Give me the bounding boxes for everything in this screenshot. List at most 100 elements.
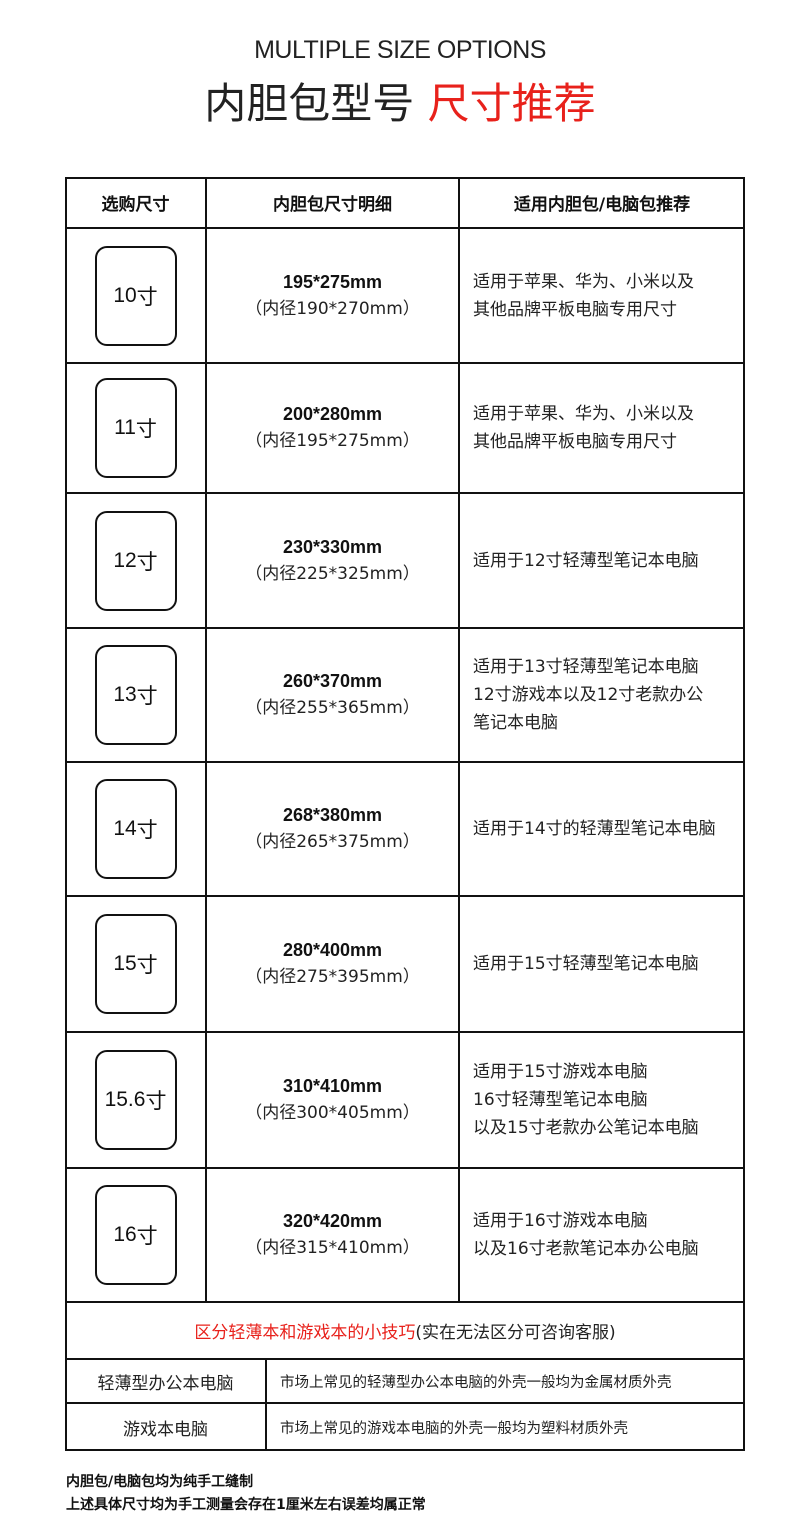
recommendation-cell: 适用于14寸的轻薄型笔记本电脑 [459,762,745,896]
inner-dimension: （内径190*270mm） [245,298,420,319]
recommendation-line: 适用于13寸轻薄型笔记本电脑 [473,657,699,677]
size-number: 15.6 [104,1088,146,1111]
table-row-divider [65,761,745,763]
dimension-cell: 268*380mm （内径265*375mm） [206,762,459,896]
dimension-text: 230*330mm（内径225*325mm） [245,534,420,588]
footnote-handmade: 内胆包/电脑包均为纯手工缝制 [66,1474,254,1490]
size-number: 16 [113,1223,137,1246]
recommendation-line: 笔记本电脑 [473,713,558,733]
dimension-cell: 280*400mm （内径275*395mm） [206,896,459,1032]
recommendation-line: 适用于12寸轻薄型笔记本电脑 [473,550,699,571]
recommendation-line: 适用于苹果、华为、小米以及 [473,404,694,424]
header-title-black: 内胆包型号 [204,79,415,128]
size-number: 12 [113,548,137,572]
size-table [65,177,745,1451]
table-header-cell: 适用内胆包/电脑包推荐 [513,195,691,215]
outer-dimension: 320*420mm [282,1211,383,1231]
outer-dimension: 268*380mm [282,805,383,825]
size-unit: 寸 [136,818,158,842]
recommendation-text: 适用于15寸轻薄型笔记本电脑 [459,950,699,978]
table-column-divider [458,177,460,1302]
recommendation-cell: 适用于苹果、华为、小米以及其他品牌平板电脑专用尺寸 [459,363,745,493]
tips-title-note: (实在无法区分可咨询客服) [415,1323,616,1343]
size-number: 11 [114,416,136,439]
tip-label: 轻薄型办公本电脑 [97,1373,234,1394]
outer-dimension: 200*280mm [282,404,383,424]
size-unit: 寸 [136,1224,158,1248]
recommendation-cell: 适用于16寸游戏本电脑以及16寸老款笔记本办公电脑 [459,1168,745,1302]
recommendation-line: 适用于16寸游戏本电脑 [473,1211,648,1231]
dimension-text: 260*370mm（内径255*365mm） [245,668,420,722]
inner-dimension: （内径195*275mm） [245,431,420,451]
inner-dimension: （内径315*410mm） [245,1238,420,1258]
tips-title: 区分轻薄本和游戏本的小技巧(实在无法区分可咨询客服) [65,1302,745,1359]
size-unit: 寸 [136,549,158,574]
recommendation-line: 以及15寸老款办公笔记本电脑 [473,1118,699,1138]
recommendation-line: 适用于15寸轻薄型笔记本电脑 [473,954,699,974]
table-column-divider [205,177,207,1302]
table-row-divider [65,895,745,897]
recommendation-text: 适用于苹果、华为、小米以及其他品牌平板电脑专用尺寸 [459,400,694,456]
recommendation-line: 其他品牌平板电脑专用尺寸 [473,299,677,320]
tips-column-divider [265,1359,267,1451]
table-row-divider [65,1167,745,1169]
outer-dimension: 310*410mm [282,1076,383,1096]
size-unit: 寸 [136,953,158,977]
recommendation-text: 适用于苹果、华为、小米以及其他品牌平板电脑专用尺寸 [459,268,694,324]
dimension-cell: 195*275mm （内径190*270mm） [206,228,459,363]
inner-dimension: （内径275*395mm） [245,967,420,987]
inner-dimension: （内径265*375mm） [245,832,420,852]
dimension-text: 268*380mm （内径265*375mm） [245,802,420,856]
recommendation-text: 适用于16寸游戏本电脑以及16寸老款笔记本办公电脑 [459,1207,699,1263]
dimension-text: 320*420mm （内径315*410mm） [245,1208,420,1262]
table-header-cell: 内胆包尺寸明细 [273,195,392,215]
table-row-divider [65,1031,745,1033]
outer-dimension: 260*370mm [282,671,383,691]
header-english-title: MULTIPLE SIZE OPTIONS [254,36,546,64]
size-unit: 寸 [136,684,158,708]
recommendation-line: 适用于苹果、华为、小米以及 [473,271,694,292]
recommendation-line: 适用于14寸的轻薄型笔记本电脑 [473,819,716,839]
recommendation-line: 其他品牌平板电脑专用尺寸 [473,432,677,452]
size-number: 14 [113,817,137,840]
table-row-divider [65,492,745,494]
dimension-text: 310*410mm（内径300*405mm） [245,1073,420,1127]
table-row-divider [65,227,745,229]
dimension-cell: 260*370mm（内径255*365mm） [206,628,459,762]
size-unit: 寸 [145,1089,167,1113]
outer-dimension: 280*400mm [282,940,383,960]
tips-title-red: 区分轻薄本和游戏本的小技巧 [194,1323,416,1343]
dimension-text: 280*400mm （内径275*395mm） [245,937,420,991]
outer-dimension: 230*330mm [282,536,383,557]
recommendation-cell: 适用于苹果、华为、小米以及其他品牌平板电脑专用尺寸 [459,228,745,363]
recommendation-cell: 适用于15寸轻薄型笔记本电脑 [459,896,745,1032]
tip-description: 市场上常见的轻薄型办公本电脑的外壳一般均为金属材质外壳 [280,1374,672,1391]
header-chinese-title: 内胆包型号 尺寸推荐 [0,76,800,132]
size-unit: 寸 [136,284,158,309]
recommendation-line: 12寸游戏本以及12寸老款办公 [473,685,704,705]
dimension-cell: 230*330mm（内径225*325mm） [206,493,459,628]
table-row-divider [65,627,745,629]
recommendation-text: 适用于12寸轻薄型笔记本电脑 [459,547,699,575]
dimension-text: 195*275mm （内径190*270mm） [245,269,420,323]
table-row-divider [65,1358,745,1360]
header-title-red: 尺寸推荐 [427,79,596,128]
outer-dimension: 195*275mm [282,271,383,292]
size-number: 15 [113,952,137,975]
recommendation-cell: 适用于13寸轻薄型笔记本电脑 12寸游戏本以及12寸老款办公笔记本电脑 [459,628,745,762]
footnote-measurement: 上述具体尺寸均为手工测量会存在1厘米左右误差均属正常 [66,1497,426,1513]
table-row-divider [65,362,745,364]
recommendation-line: 16寸轻薄型笔记本电脑 [473,1090,648,1110]
tip-label: 游戏本电脑 [123,1419,208,1440]
